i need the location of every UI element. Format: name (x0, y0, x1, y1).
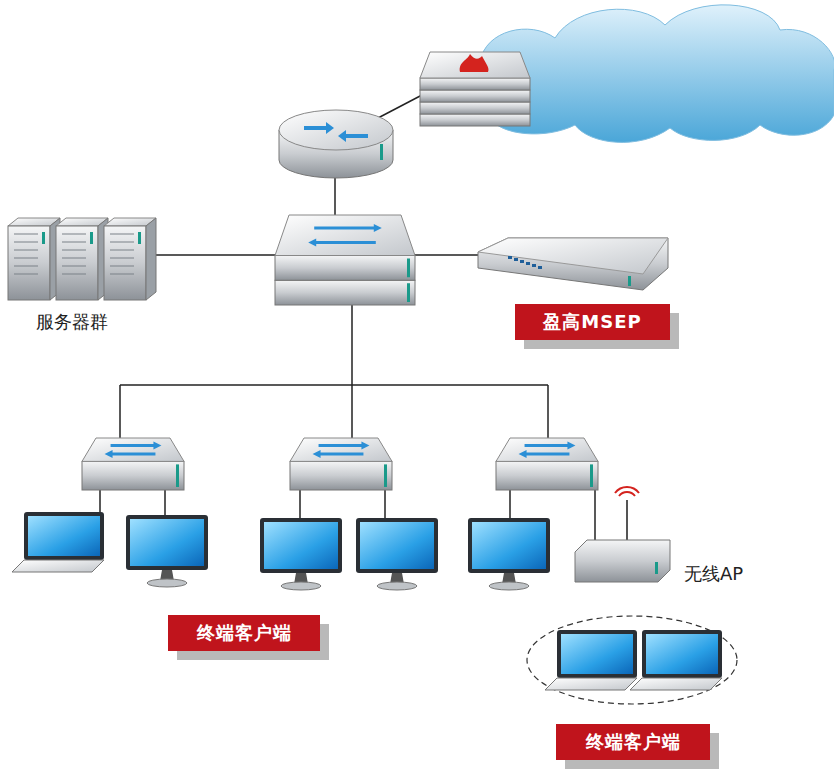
monitor-icon (126, 515, 208, 587)
device-label: 服务器群 (36, 310, 108, 334)
server-icon (56, 218, 108, 300)
server-icon (104, 218, 156, 300)
laptop-icon (12, 512, 104, 572)
wireless-group-outline (527, 616, 737, 704)
switch-icon (275, 215, 415, 305)
laptop-icon (630, 630, 722, 690)
caption-text: 终端客户端 (197, 621, 292, 645)
red-caption-box: 终端客户端 (556, 724, 710, 760)
red-caption-box: 终端客户端 (168, 615, 320, 651)
monitor-icon (468, 518, 550, 590)
msep-appliance-icon (478, 238, 668, 290)
laptop-icon (545, 630, 637, 690)
server-icon (8, 218, 60, 300)
switch-icon (290, 438, 392, 490)
firewall-icon (420, 52, 530, 126)
switch-icon (82, 438, 184, 490)
wireless-ap-icon (575, 487, 670, 582)
caption-text: 盈高MSEP (543, 310, 641, 334)
switch-icon (496, 438, 598, 490)
router-icon (279, 110, 393, 178)
device-label: 无线AP (684, 562, 743, 586)
monitor-icon (260, 518, 342, 590)
monitor-icon (356, 518, 438, 590)
red-caption-box: 盈高MSEP (515, 304, 670, 340)
caption-text: 终端客户端 (586, 730, 681, 754)
